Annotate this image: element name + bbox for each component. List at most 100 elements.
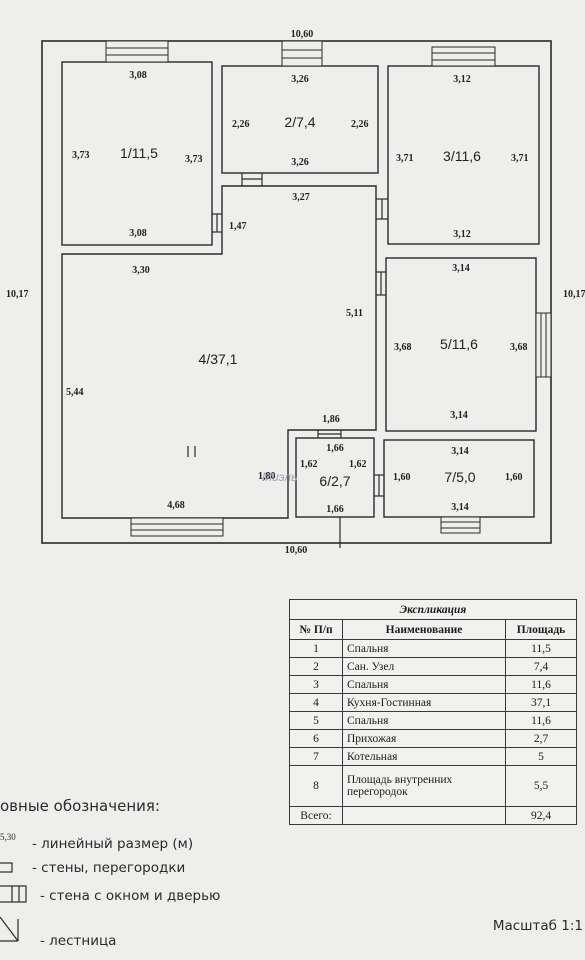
room-6-dim-right: 1,62 <box>349 459 367 470</box>
total-spacer <box>342 806 506 825</box>
outer-dim-bottom: 10,60 <box>285 545 308 556</box>
room-4-dim-top: 3,30 <box>132 265 150 276</box>
outer-dim-right: 10,17 <box>563 289 585 300</box>
row-number: 8 <box>289 765 343 807</box>
room-4-label: 4/37,1 <box>199 351 238 367</box>
room-5-label: 5/11,6 <box>440 336 478 352</box>
total-row: Всего: 92,4 <box>289 806 577 825</box>
row-area: 37,1 <box>505 693 577 712</box>
table-row: 4 Кухня-Гостинная 37,1 <box>289 693 577 712</box>
room-6-outline <box>295 437 375 518</box>
total-label: Всего: <box>289 806 343 825</box>
window <box>431 46 496 67</box>
window <box>281 40 323 67</box>
row-area: 2,7 <box>505 729 577 748</box>
room-6-dim-top: 1,66 <box>326 443 344 454</box>
row-name: Прихожая <box>342 729 506 748</box>
room-7-label: 7/5,0 <box>444 469 475 485</box>
table-row: 1 Спальня 11,5 <box>289 639 577 658</box>
legend-stairs-text: - лестница <box>40 933 117 949</box>
legend-walls-text: - стены, перегородки <box>32 860 186 876</box>
table-row: 6 Прихожая 2,7 <box>289 729 577 748</box>
room-5-dim-right: 3,68 <box>510 342 528 353</box>
room-4-dim-bottom: 4,68 <box>167 500 185 511</box>
row-name: Кухня-Гостинная <box>342 693 506 712</box>
row-name: Спальня <box>342 639 506 658</box>
floor-plan: 10,60 10,60 10,17 10,17 1/11,5 3,08 3,08… <box>6 29 585 556</box>
room-2-dim-left: 2,26 <box>232 119 250 130</box>
room-4-outline <box>61 185 377 519</box>
room-3-dim-left: 3,71 <box>396 153 414 164</box>
room-4-dim-corner: 1,80 <box>258 471 276 482</box>
outer-dim-top: 10,60 <box>291 29 314 40</box>
row-name: Спальня <box>342 711 506 730</box>
room-4-dim-bottom-inner: 1,86 <box>322 414 340 425</box>
window <box>535 312 552 378</box>
room-3-dim-top: 3,12 <box>453 74 471 85</box>
stairs-symbol-icon <box>0 916 19 942</box>
room-5-dim-left: 3,68 <box>394 342 412 353</box>
row-number: 6 <box>289 729 343 748</box>
legend-title: овные обозначения: <box>0 797 160 815</box>
room-2-dim-top: 3,26 <box>291 74 309 85</box>
window <box>130 517 224 537</box>
row-number: 5 <box>289 711 343 730</box>
legend-dimension-symbol: 5,30 <box>0 832 16 842</box>
outer-dim-left: 10,17 <box>6 289 29 300</box>
explication-table: Экспликация № П/п Наименование Площадь 1… <box>289 599 577 825</box>
explication-title: Экспликация <box>289 599 577 620</box>
table-row: 7 Котельная 5 <box>289 747 577 766</box>
room-6-label: 6/2,7 <box>319 473 350 489</box>
room-7-dim-left: 1,60 <box>393 472 411 483</box>
room-4-dim-side-inner: 1,47 <box>229 221 247 232</box>
row-area: 11,6 <box>505 711 577 730</box>
row-number: 1 <box>289 639 343 658</box>
row-number: 4 <box>289 693 343 712</box>
scale-label: Масштаб 1:1 <box>492 918 583 934</box>
room-3-label: 3/11,6 <box>443 148 481 164</box>
room-5-dim-bottom: 3,14 <box>450 410 468 421</box>
window <box>105 40 169 63</box>
window <box>440 516 481 534</box>
row-number: 2 <box>289 657 343 676</box>
row-name: Котельная <box>342 747 506 766</box>
header-name: Наименование <box>342 619 506 640</box>
room-4-dim-top-inner: 3,27 <box>292 192 310 203</box>
row-number: 3 <box>289 675 343 694</box>
row-area: 11,6 <box>505 675 577 694</box>
room-4-dim-right-inner: 5,11 <box>346 308 363 319</box>
room-1-dim-bottom: 3,08 <box>129 228 147 239</box>
row-area: 5 <box>505 747 577 766</box>
room-7-dim-right: 1,60 <box>505 472 523 483</box>
room-1-label: 1/11,5 <box>120 145 158 161</box>
room-6-dim-left: 1,62 <box>300 459 318 470</box>
room-7-dim-top: 3,14 <box>451 446 469 457</box>
legend-window-door-text: - стена с окном и дверью <box>40 888 221 904</box>
row-number: 7 <box>289 747 343 766</box>
table-row: 2 Сан. Узел 7,4 <box>289 657 577 676</box>
wall-symbol-icon <box>0 862 13 873</box>
room-5-dim-top: 3,14 <box>452 263 470 274</box>
table-row: 3 Спальня 11,6 <box>289 675 577 694</box>
watermark-text: Миэль <box>262 470 297 484</box>
room-1-dim-right: 3,73 <box>185 154 203 165</box>
room-7-dim-bottom: 3,14 <box>451 502 469 513</box>
room-2-dim-right: 2,26 <box>351 119 369 130</box>
room-4-dim-left: 5,44 <box>66 387 84 398</box>
room-1-dim-left: 3,73 <box>72 150 90 161</box>
row-area: 11,5 <box>505 639 577 658</box>
legend-dimension-text: - линейный размер (м) <box>32 836 194 852</box>
room-3-dim-right: 3,71 <box>511 153 529 164</box>
table-row: 5 Спальня 11,6 <box>289 711 577 730</box>
row-name: Площадь внутренних перегородок <box>342 765 506 807</box>
table-row: 8 Площадь внутренних перегородок 5,5 <box>289 765 577 807</box>
header-number: № П/п <box>289 619 343 640</box>
row-area: 7,4 <box>505 657 577 676</box>
total-value: 92,4 <box>505 806 577 825</box>
room-2-label: 2/7,4 <box>284 114 315 130</box>
row-name: Спальня <box>342 675 506 694</box>
row-name: Сан. Узел <box>342 657 506 676</box>
header-area: Площадь <box>505 619 577 640</box>
room-6-dim-bottom: 1,66 <box>326 504 344 515</box>
room-1-dim-top: 3,08 <box>129 70 147 81</box>
